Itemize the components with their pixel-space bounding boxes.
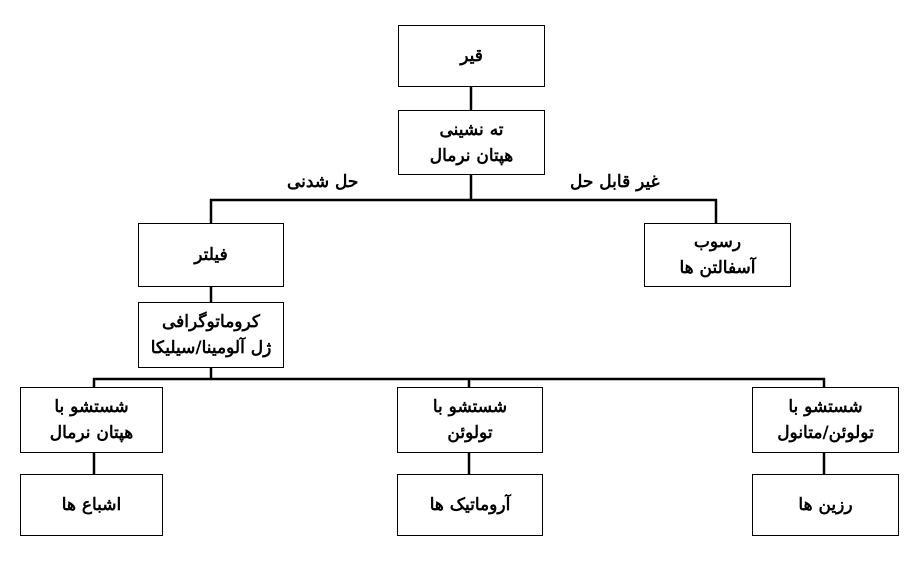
node-saturates: اشباع ها — [20, 474, 163, 536]
edge-label-insoluble: غیر قابل حل — [570, 172, 660, 192]
node-wash-toluene-methanol: شستشو با تولوئن/متانول — [752, 387, 899, 453]
node-filter: فیلتر — [138, 223, 284, 287]
node-wash-toluene-line-2: تولوئن — [447, 423, 493, 443]
node-precipitation-line-1: ته نشینی — [439, 119, 504, 140]
node-wash-toluene-line-1: شستشو با — [432, 397, 508, 417]
node-precipitation: ته نشینی هپتان نرمال — [398, 110, 545, 175]
node-crude: قیر — [398, 25, 545, 87]
node-chromatography-line-2: ژل آلومینا/سیلیکا — [150, 338, 272, 358]
node-precipitation-line-2: هپتان نرمال — [429, 145, 514, 166]
node-crude-label: قیر — [460, 46, 483, 66]
node-aromatics-label: آروماتیک ها — [429, 495, 511, 515]
node-sediment-line-1: رسوب — [693, 232, 742, 252]
node-wash-heptane-line-2: هپتان نرمال — [49, 423, 134, 443]
node-wash-heptane: شستشو با هپتان نرمال — [20, 387, 163, 453]
node-wash-toluene-methanol-line-2: تولوئن/متانول — [777, 423, 874, 443]
node-saturates-label: اشباع ها — [61, 495, 122, 515]
node-resins: رزین ها — [752, 474, 899, 536]
edge-label-soluble: حل شدنی — [287, 172, 359, 192]
node-filter-label: فیلتر — [194, 245, 228, 265]
node-wash-toluene-methanol-line-1: شستشو با — [788, 397, 863, 417]
node-sediment-line-2: آسفالتن ها — [679, 258, 756, 278]
node-chromatography: کروماتوگرافی ژل آلومینا/سیلیکا — [138, 302, 284, 368]
node-wash-heptane-line-1: شستشو با — [54, 397, 129, 417]
node-chromatography-line-1: کروماتوگرافی — [162, 312, 260, 332]
node-aromatics: آروماتیک ها — [397, 474, 543, 536]
node-wash-toluene: شستشو با تولوئن — [397, 387, 543, 453]
node-resins-label: رزین ها — [798, 495, 853, 515]
node-sediment: رسوب آسفالتن ها — [644, 223, 791, 287]
